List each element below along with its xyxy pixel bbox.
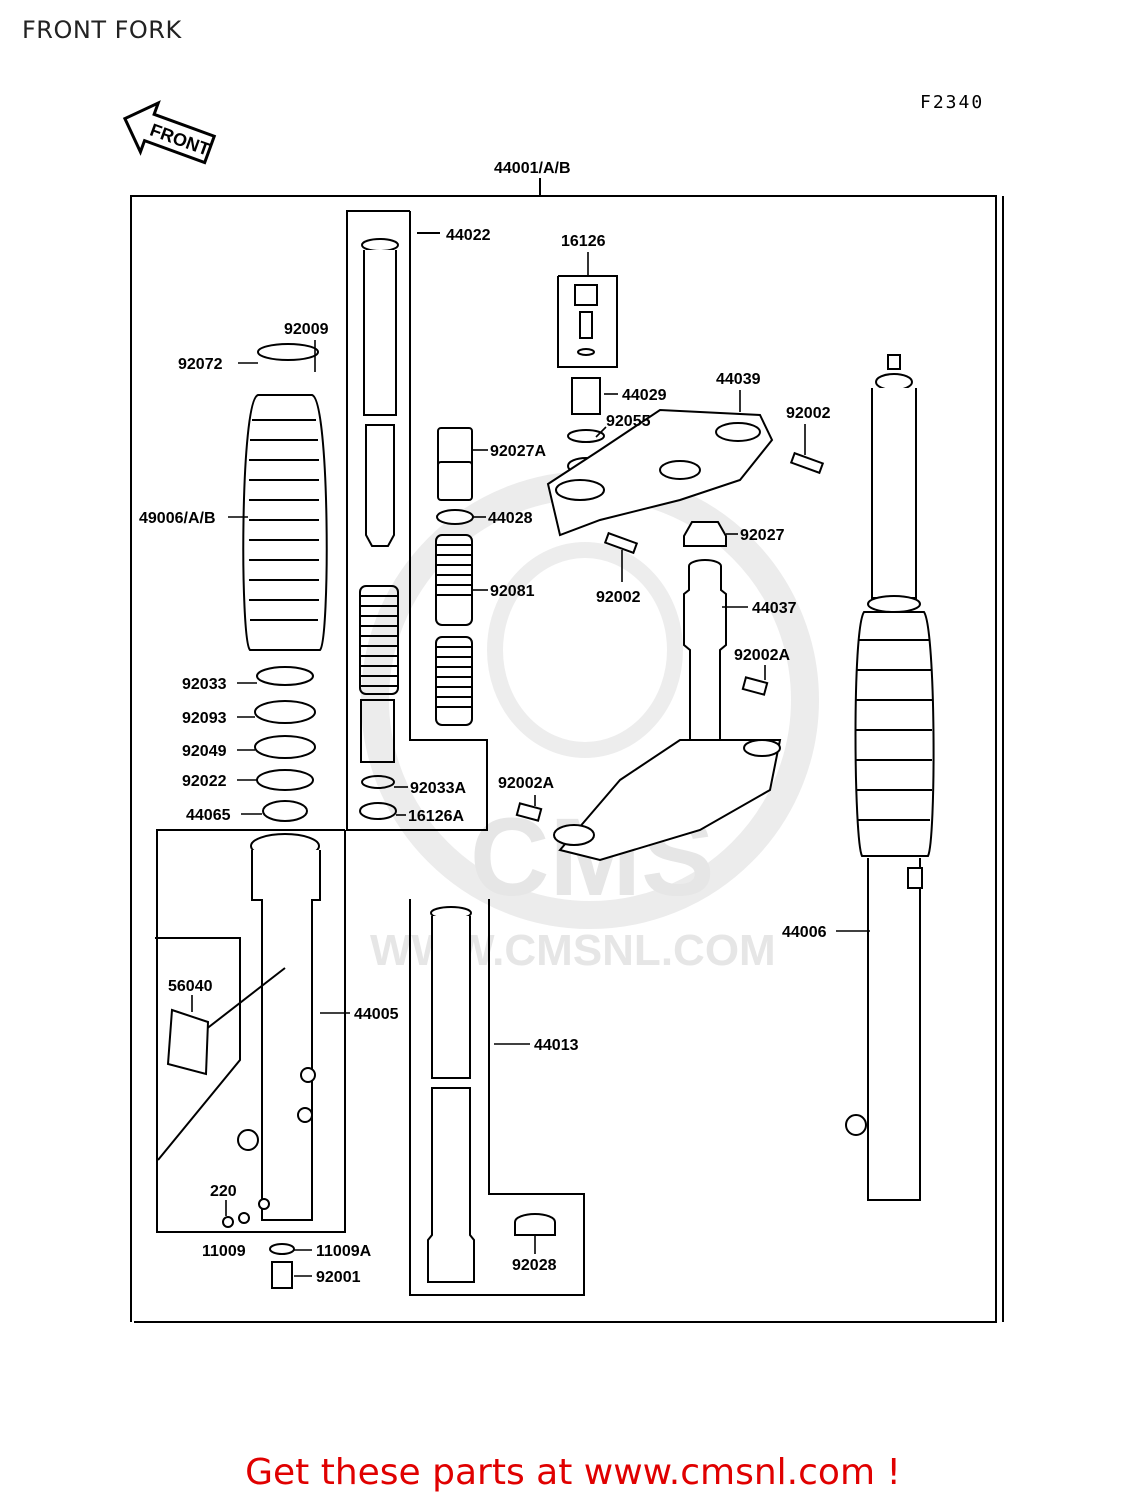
- label-92002A-mid: 92002A: [498, 775, 554, 792]
- watermark-site: WWW.CMSNL.COM: [370, 926, 776, 975]
- label-44029: 44029: [622, 387, 667, 404]
- label-16126: 16126: [561, 233, 606, 250]
- label-44037: 44037: [752, 600, 797, 617]
- sub-assembly-outlines: [155, 210, 618, 1296]
- fork-assembly-44006: [845, 354, 935, 1201]
- label-92033: 92033: [182, 676, 227, 693]
- label-92072: 92072: [178, 356, 223, 373]
- label-92027: 92027: [740, 527, 785, 544]
- page-title: FRONT FORK: [22, 16, 182, 44]
- label-92002A-right: 92002A: [734, 647, 790, 664]
- assembly-bracket: [130, 178, 1004, 1323]
- label-11009A: 11009A: [316, 1243, 372, 1260]
- label-44022: 44022: [446, 227, 491, 244]
- label-92028: 92028: [512, 1257, 557, 1274]
- label-plate-56040: [166, 1008, 210, 1076]
- label-92055: 92055: [606, 413, 651, 430]
- label-11009: 11009: [202, 1243, 246, 1260]
- label-44065: 44065: [186, 807, 231, 824]
- top-adjuster: [567, 284, 605, 475]
- label-92027A: 92027A: [490, 443, 546, 460]
- spring-stack-92081: [435, 427, 474, 726]
- label-92001: 92001: [316, 1269, 361, 1286]
- fork-spring-left: [359, 585, 399, 820]
- label-49006: 49006/A/B: [139, 510, 216, 527]
- figure-code: F2340: [920, 92, 985, 113]
- label-92009: 92009: [284, 321, 329, 338]
- label-44005: 44005: [354, 1006, 399, 1023]
- label-44006: 44006: [782, 924, 827, 941]
- label-92033A: 92033A: [410, 780, 466, 797]
- steering-stem-44037: [515, 521, 782, 862]
- label-92002-top: 92002: [786, 405, 831, 422]
- fasteners: [222, 1212, 295, 1289]
- label-44013: 44013: [534, 1037, 579, 1054]
- outer-tube-44005: [204, 833, 321, 1221]
- label-44028: 44028: [488, 510, 533, 527]
- label-92002-mid: 92002: [596, 589, 641, 606]
- label-44001: 44001/A/B: [494, 160, 571, 177]
- fork-boot-49006: [242, 343, 328, 822]
- label-92049: 92049: [182, 743, 227, 760]
- exploded-diagram: CMS WWW.CMSNL.COM FRONT 44001/A/B: [122, 100, 1004, 1323]
- label-92081: 92081: [490, 583, 535, 600]
- label-92022: 92022: [182, 773, 227, 790]
- leader-lines: [191, 252, 870, 1277]
- inner-tube-44013: [427, 906, 556, 1283]
- damper-tube-44022: [361, 232, 440, 547]
- upper-bracket-44039: [546, 408, 825, 555]
- label-44039: 44039: [716, 371, 761, 388]
- label-16126A: 16126A: [408, 808, 464, 825]
- label-56040: 56040: [168, 978, 213, 995]
- label-220: 220: [210, 1183, 237, 1200]
- label-92093: 92093: [182, 710, 227, 727]
- footer-link[interactable]: Get these parts at www.cmsnl.com !: [245, 1452, 901, 1493]
- front-arrow-icon: FRONT: [122, 100, 217, 165]
- part-labels: 44022 16126 92009 92072 44029 44039 9205…: [139, 227, 831, 1286]
